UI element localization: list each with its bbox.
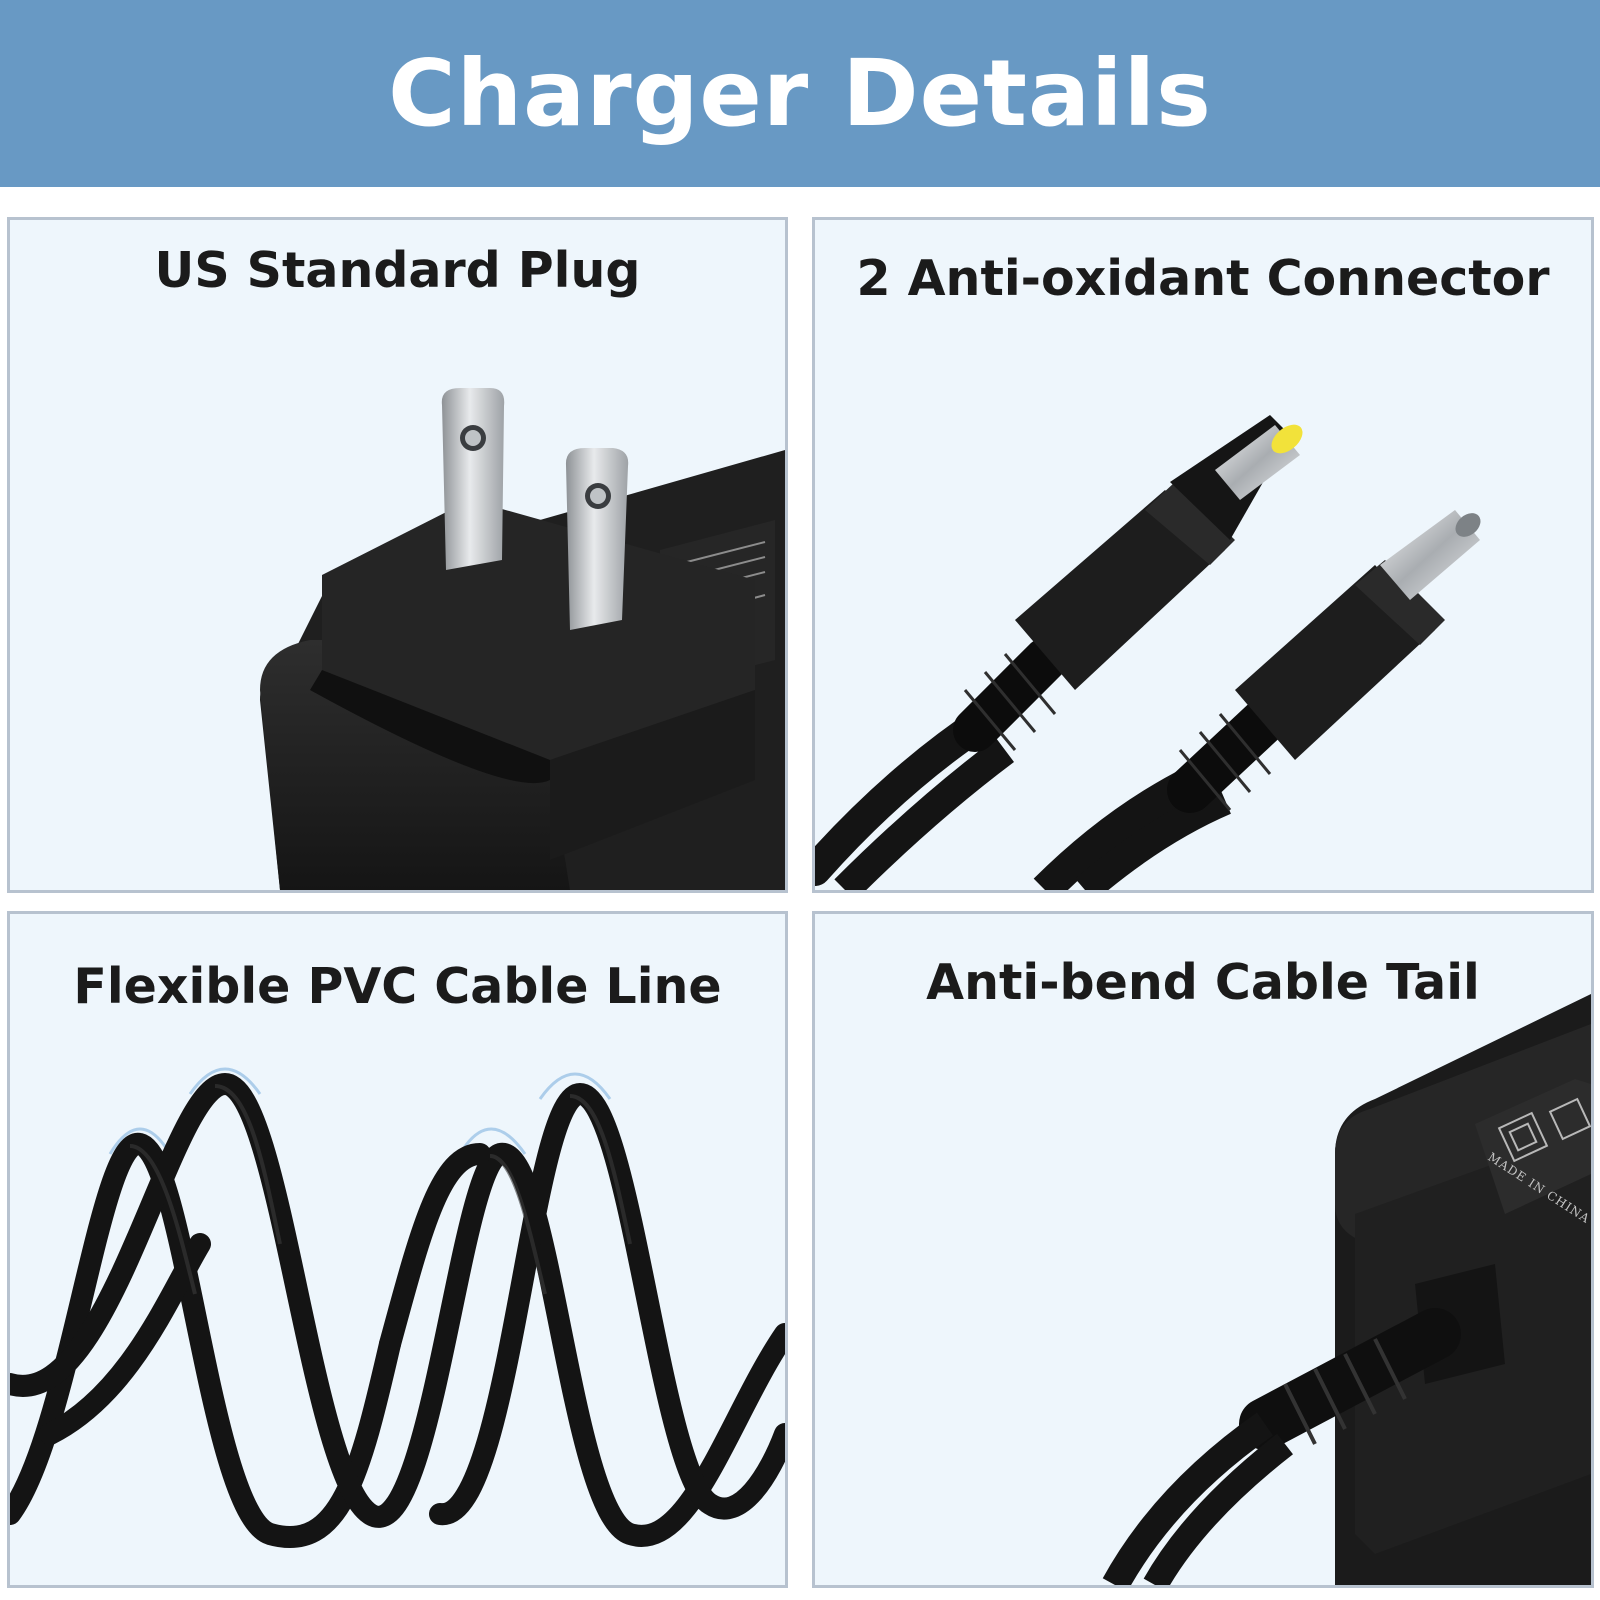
dc-connectors-image bbox=[815, 415, 1481, 890]
panel-caption: Anti-bend Cable Tail bbox=[926, 954, 1480, 1011]
plug-adapter-image bbox=[260, 388, 785, 890]
panel-caption: 2 Anti-oxidant Connector bbox=[856, 250, 1550, 307]
panel-flexible-pvc-cable: Flexible PVC Cable Line bbox=[7, 911, 788, 1588]
panel-caption: US Standard Plug bbox=[154, 242, 641, 299]
header-banner: Charger Details bbox=[0, 0, 1600, 187]
coiled-cable-image bbox=[10, 1067, 785, 1548]
cable-tail-image: MADE IN CHINA bbox=[1102, 994, 1591, 1585]
page-title: Charger Details bbox=[388, 40, 1212, 147]
panel-anti-oxidant-connector: 2 Anti-oxidant Connector bbox=[812, 217, 1594, 893]
panel-us-standard-plug: US Standard Plug bbox=[7, 217, 788, 893]
panel-anti-bend-cable-tail: Anti-bend Cable Tail MADE IN CHINA bbox=[812, 911, 1594, 1588]
panel-caption: Flexible PVC Cable Line bbox=[73, 958, 722, 1015]
